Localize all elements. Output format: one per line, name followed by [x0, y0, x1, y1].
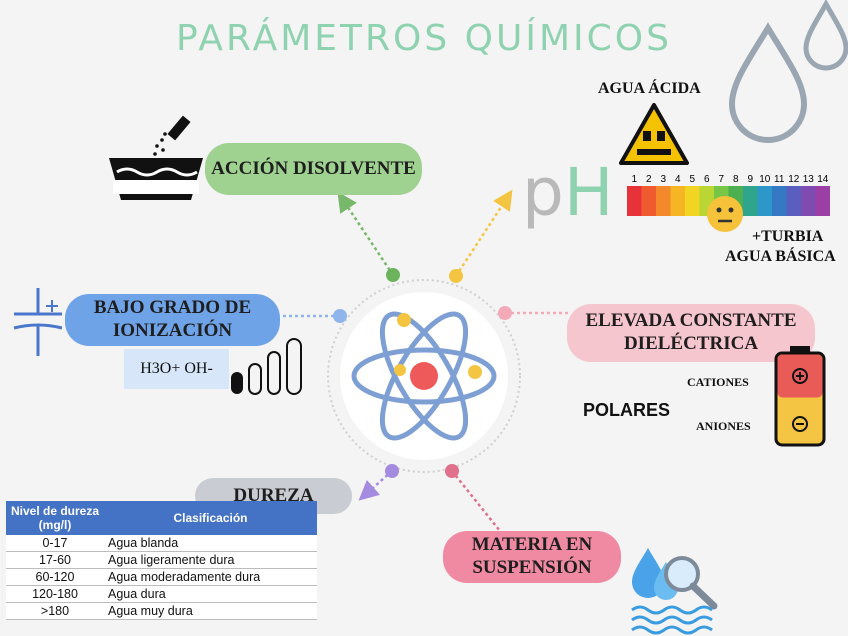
dielectrica-line1: ELEVADA CONSTANTE [585, 310, 797, 332]
table-cell: 17-60 [6, 551, 104, 569]
ph-scale-number: 6 [703, 174, 710, 185]
hardness-table: Nivel de dureza (mg/l) Clasificación 0-1… [6, 501, 317, 620]
ph-scale-segment [743, 186, 758, 216]
ph-scale-segment [627, 186, 642, 216]
ph-scale-number: 11 [774, 174, 785, 185]
polares-label: POLARES [583, 400, 671, 420]
table-cell: Agua moderadamente dura [104, 568, 317, 586]
table-cell: Agua ligeramente dura [104, 551, 317, 569]
ph-scale-segment [757, 186, 773, 216]
ph-symbol: pH [522, 160, 614, 226]
ph-scale-segment [641, 186, 657, 216]
table-cell: Agua blanda [104, 535, 317, 552]
ph-scale-number: 2 [645, 174, 652, 185]
neutral-face-icon [707, 196, 743, 232]
table-cell: Agua dura [104, 585, 317, 603]
ph-scale-segment [670, 186, 686, 216]
water-drops-icon [728, 0, 848, 143]
ph-scale-segment [815, 186, 830, 216]
ph-scale-number: 1 [631, 174, 638, 185]
cationes-label: CATIONES [687, 375, 749, 389]
table-cell: 120-180 [6, 585, 104, 603]
agua-acida-label: AGUA ÁCIDA [598, 80, 701, 97]
ph-scale-segment [786, 186, 802, 216]
battery-icon [774, 346, 826, 447]
water-magnifier-icon [631, 548, 718, 635]
ph-scale-segment [685, 186, 700, 216]
ph-scale-number: 13 [802, 174, 814, 185]
ions-label: H3O+ OH- [124, 349, 229, 389]
ph-scale-number: 5 [689, 174, 696, 185]
bowl-solvent-icon [109, 115, 203, 200]
node-bajo-grado-ionizacion: BAJO GRADO DE IONIZACIÓN [65, 294, 280, 346]
ph-scale-number: 9 [747, 174, 754, 185]
table-cell: 0-17 [6, 535, 104, 552]
ionizacion-line2: IONIZACIÓN [112, 320, 233, 341]
corrosive-warning-icon [619, 103, 689, 165]
table-cell: >180 [6, 602, 104, 620]
ph-scale-number: 4 [674, 174, 681, 185]
ph-symbol-text: pH [522, 154, 614, 231]
node-elevada-constante-dielectrica: ELEVADA CONSTANTE DIELÉCTRICA [567, 304, 815, 362]
ph-scale-number: 7 [718, 174, 725, 185]
header-nivel: Nivel de dureza (mg/l) [6, 501, 104, 535]
ph-scale-number: 10 [759, 174, 771, 185]
turbia-label: +TURBIA [752, 228, 824, 245]
ionizacion-line1: BAJO GRADO DE [93, 297, 252, 319]
ph-scale-segment [656, 186, 671, 216]
table-cell: 60-120 [6, 568, 104, 586]
ph-scale-segment [772, 186, 787, 216]
signal-bars-icon [231, 338, 302, 395]
ph-scale-number: 3 [660, 174, 667, 185]
aniones-label: ANIONES [696, 419, 751, 433]
ph-scale-segment [801, 186, 816, 216]
node-accion-disolvente: ACCIÓN DISOLVENTE [205, 143, 422, 195]
ph-scale-number: 8 [732, 174, 739, 185]
capacitor-icon [13, 288, 63, 356]
header-clasificacion: Clasificación [104, 501, 317, 535]
page-title: PARÁMETROS QUÍMICOS [176, 18, 672, 59]
agua-basica-label: AGUA BÁSICA [725, 248, 836, 265]
ph-scale-number: 14 [817, 174, 829, 185]
table-cell: Agua muy dura [104, 602, 317, 620]
hardness-table-header: Nivel de dureza (mg/l) Clasificación [6, 501, 317, 535]
materia-line2: SUSPENSIÓN [472, 557, 592, 578]
materia-line1: MATERIA EN [471, 534, 593, 556]
node-materia-en-suspension: MATERIA EN SUSPENSIÓN [443, 531, 621, 583]
ph-scale-number: 12 [788, 174, 800, 185]
dielectrica-line2: DIELÉCTRICA [623, 333, 759, 354]
atom-icon [327, 279, 521, 473]
